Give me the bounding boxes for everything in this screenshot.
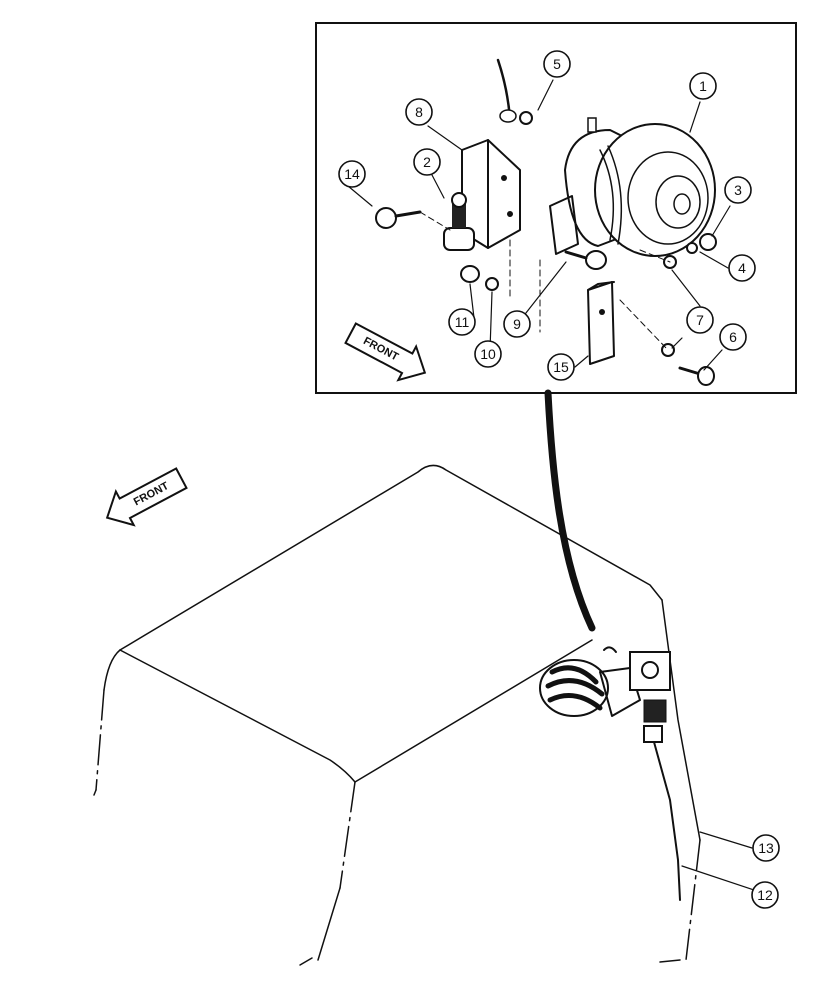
- callout-3: 3: [724, 176, 752, 204]
- washer-5: [499, 109, 533, 125]
- callout-8: 8: [405, 98, 433, 126]
- bracket-block-15: [587, 281, 615, 365]
- cab-canopy-outline: [93, 464, 701, 966]
- callout-5: 5: [543, 50, 571, 78]
- callout-9-label: 9: [513, 316, 521, 332]
- detail-leader-line: [544, 389, 596, 632]
- callout-11: 11: [448, 308, 476, 336]
- callout-2: 2: [413, 148, 441, 176]
- nut-3: [699, 233, 717, 251]
- washer-4: [686, 242, 698, 254]
- callout-5-label: 5: [553, 56, 561, 72]
- switch-assembly: [443, 192, 475, 251]
- bolt-9: [564, 250, 607, 270]
- callout-6-label: 6: [729, 329, 737, 345]
- callout-15-label: 15: [553, 359, 569, 375]
- clamp-plate: [549, 195, 579, 255]
- callout-4-label: 4: [738, 260, 746, 276]
- callout-10-label: 10: [480, 346, 496, 362]
- front-arrow-main: FRONT: [105, 467, 188, 527]
- leader-lines: [347, 79, 758, 892]
- callout-13-label: 13: [758, 840, 774, 856]
- screw-14: [375, 207, 422, 229]
- callout-7-label: 7: [696, 312, 704, 328]
- callout-10: 10: [474, 340, 502, 368]
- callout-12: 12: [751, 881, 779, 909]
- callout-4: 4: [728, 254, 756, 282]
- callout-1: 1: [689, 72, 717, 100]
- callout-2-label: 2: [423, 154, 431, 170]
- callout-12-label: 12: [757, 887, 773, 903]
- callout-14-label: 14: [344, 166, 360, 182]
- callout-13: 13: [752, 834, 780, 862]
- callout-9: 9: [503, 310, 531, 338]
- callout-15: 15: [547, 353, 575, 381]
- nut-11: [460, 265, 480, 283]
- callout-3-label: 3: [734, 182, 742, 198]
- callout-7: 7: [686, 306, 714, 334]
- callout-11-label: 11: [455, 314, 470, 330]
- work-light-lamp: [564, 117, 716, 257]
- mounted-work-light: [539, 646, 681, 901]
- callout-8-label: 8: [415, 104, 423, 120]
- callout-14: 14: [338, 160, 366, 188]
- callout-1-label: 1: [699, 78, 707, 94]
- callout-6: 6: [719, 323, 747, 351]
- washer-10: [485, 277, 499, 291]
